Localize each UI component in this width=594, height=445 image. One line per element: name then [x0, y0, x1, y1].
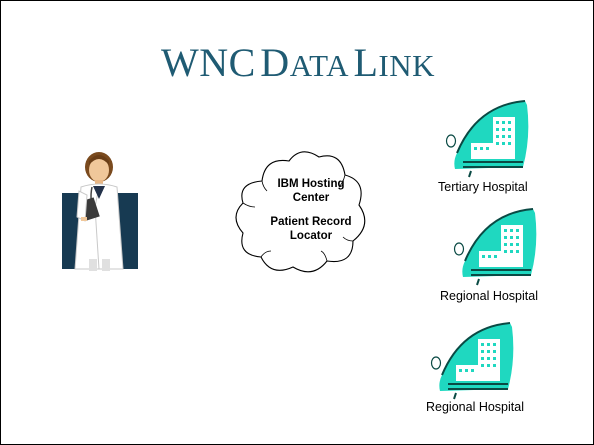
hospital-label-3: Regional Hospital [426, 400, 524, 414]
hospital-label-1: Tertiary Hospital [438, 180, 528, 194]
cloud-line-4: Locator [289, 230, 333, 242]
hospital-icon-3 [430, 322, 515, 400]
cloud-label: IBM Hosting Center Patient Record Locato… [251, 177, 371, 243]
cloud-line-3: Patient Record [270, 216, 352, 228]
hospital-icon-1 [445, 100, 530, 178]
title-word-2-rest: ATA [289, 48, 349, 83]
hospital-icon-2 [453, 208, 538, 286]
cloud-icon [235, 151, 366, 273]
title-word-3-cap: L [353, 40, 379, 85]
title-word-3-rest: INK [378, 48, 436, 83]
cloud-line-2: Center [292, 192, 330, 204]
hospital-label-2: Regional Hospital [440, 289, 538, 303]
doctor-icon [62, 152, 138, 271]
cloud-line-1: IBM Hosting [277, 178, 345, 190]
title-word-1: WNC [160, 40, 256, 85]
title-word-2-cap: D [260, 40, 290, 85]
slide-title: WNC DATA LINK [1, 39, 594, 86]
